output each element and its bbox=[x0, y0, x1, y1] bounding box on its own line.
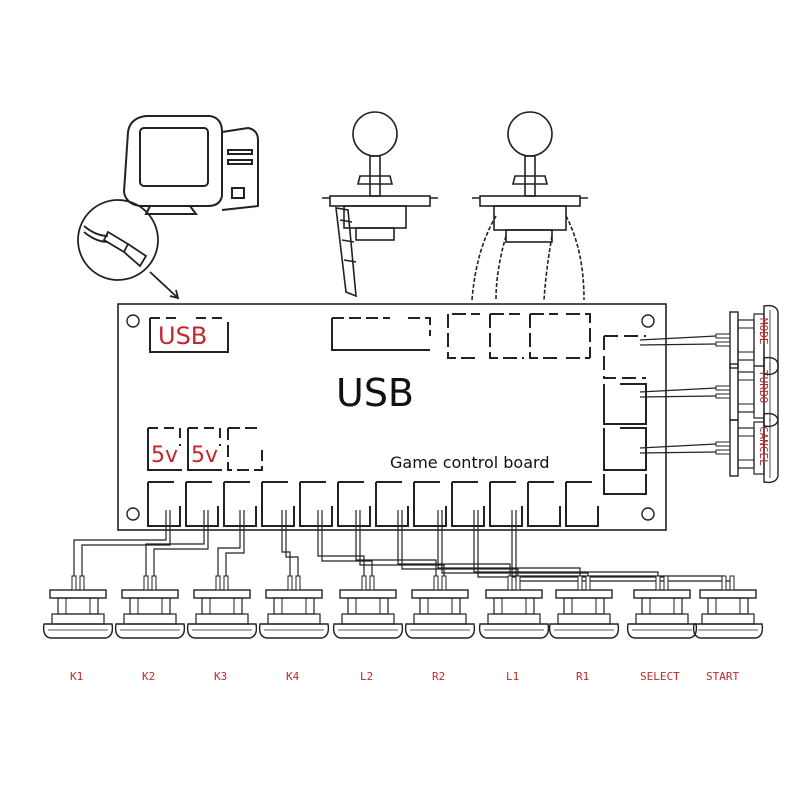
side-buttons: MODE TURBO CANCEL bbox=[715, 304, 779, 484]
arcade-button-l1: L1 bbox=[478, 575, 550, 683]
joystick-icon bbox=[322, 111, 438, 298]
arcade-button-k2: K2 bbox=[114, 575, 186, 683]
push-button-icon bbox=[258, 575, 330, 639]
arcade-button-r2: R2 bbox=[404, 575, 476, 683]
push-button-icon bbox=[626, 575, 698, 639]
button-label: K3 bbox=[214, 670, 227, 683]
push-button-icon bbox=[404, 575, 476, 639]
button-label: K2 bbox=[142, 670, 155, 683]
arcade-button-k3: K3 bbox=[186, 575, 258, 683]
usb-cable-icon bbox=[77, 199, 180, 300]
button-label: R1 bbox=[576, 670, 589, 683]
pin-header bbox=[527, 481, 561, 527]
pin-header bbox=[337, 481, 371, 527]
arcade-button-r1: R1 bbox=[548, 575, 620, 683]
pin-header bbox=[375, 481, 409, 527]
arcade-button-k1: K1 bbox=[42, 575, 114, 683]
push-button-icon bbox=[548, 575, 620, 639]
push-button-icon bbox=[42, 575, 114, 639]
button-label: SELECT bbox=[640, 670, 680, 683]
power-label-1: 5v bbox=[151, 443, 178, 468]
button-label: L2 bbox=[360, 670, 373, 683]
arcade-button-start: START bbox=[692, 575, 764, 683]
button-label: K4 bbox=[286, 670, 300, 683]
button-label: L1 bbox=[506, 670, 519, 683]
push-button-icon bbox=[186, 575, 258, 639]
button-row: K1 K2 K3 K4 L2 R2 L1 R1 SELECT START bbox=[42, 575, 764, 683]
pin-header bbox=[185, 481, 219, 527]
pin-header bbox=[565, 481, 599, 527]
push-button-icon bbox=[692, 575, 764, 639]
push-button-icon bbox=[114, 575, 186, 639]
computer-icon bbox=[122, 115, 259, 215]
board-title: USB bbox=[336, 371, 414, 415]
button-label: START bbox=[706, 670, 739, 683]
side-button-label: TURBO bbox=[757, 370, 770, 403]
control-board: USB USB Game control board 5v 5v bbox=[117, 303, 667, 531]
pin-header bbox=[489, 481, 523, 527]
power-label-2: 5v bbox=[191, 443, 218, 468]
button-label: R2 bbox=[432, 670, 445, 683]
joystick-icon bbox=[471, 111, 588, 301]
arcade-button-k4: K4 bbox=[258, 575, 330, 683]
side-button-label: CANCEL bbox=[757, 426, 770, 466]
side-button-label: MODE bbox=[757, 318, 770, 345]
push-button-icon bbox=[478, 575, 550, 639]
usb-port-label: USB bbox=[158, 322, 207, 350]
arcade-button-select: SELECT bbox=[626, 575, 698, 683]
push-button-icon bbox=[332, 575, 404, 639]
pin-header bbox=[413, 481, 447, 527]
pin-header bbox=[261, 481, 295, 527]
pin-header bbox=[451, 481, 485, 527]
pin-header bbox=[147, 481, 181, 527]
button-label: K1 bbox=[70, 670, 83, 683]
pin-header bbox=[299, 481, 333, 527]
board-subtitle: Game control board bbox=[390, 453, 549, 472]
arcade-button-l2: L2 bbox=[332, 575, 404, 683]
wiring bbox=[73, 335, 733, 582]
bottom-header-row bbox=[147, 481, 599, 527]
